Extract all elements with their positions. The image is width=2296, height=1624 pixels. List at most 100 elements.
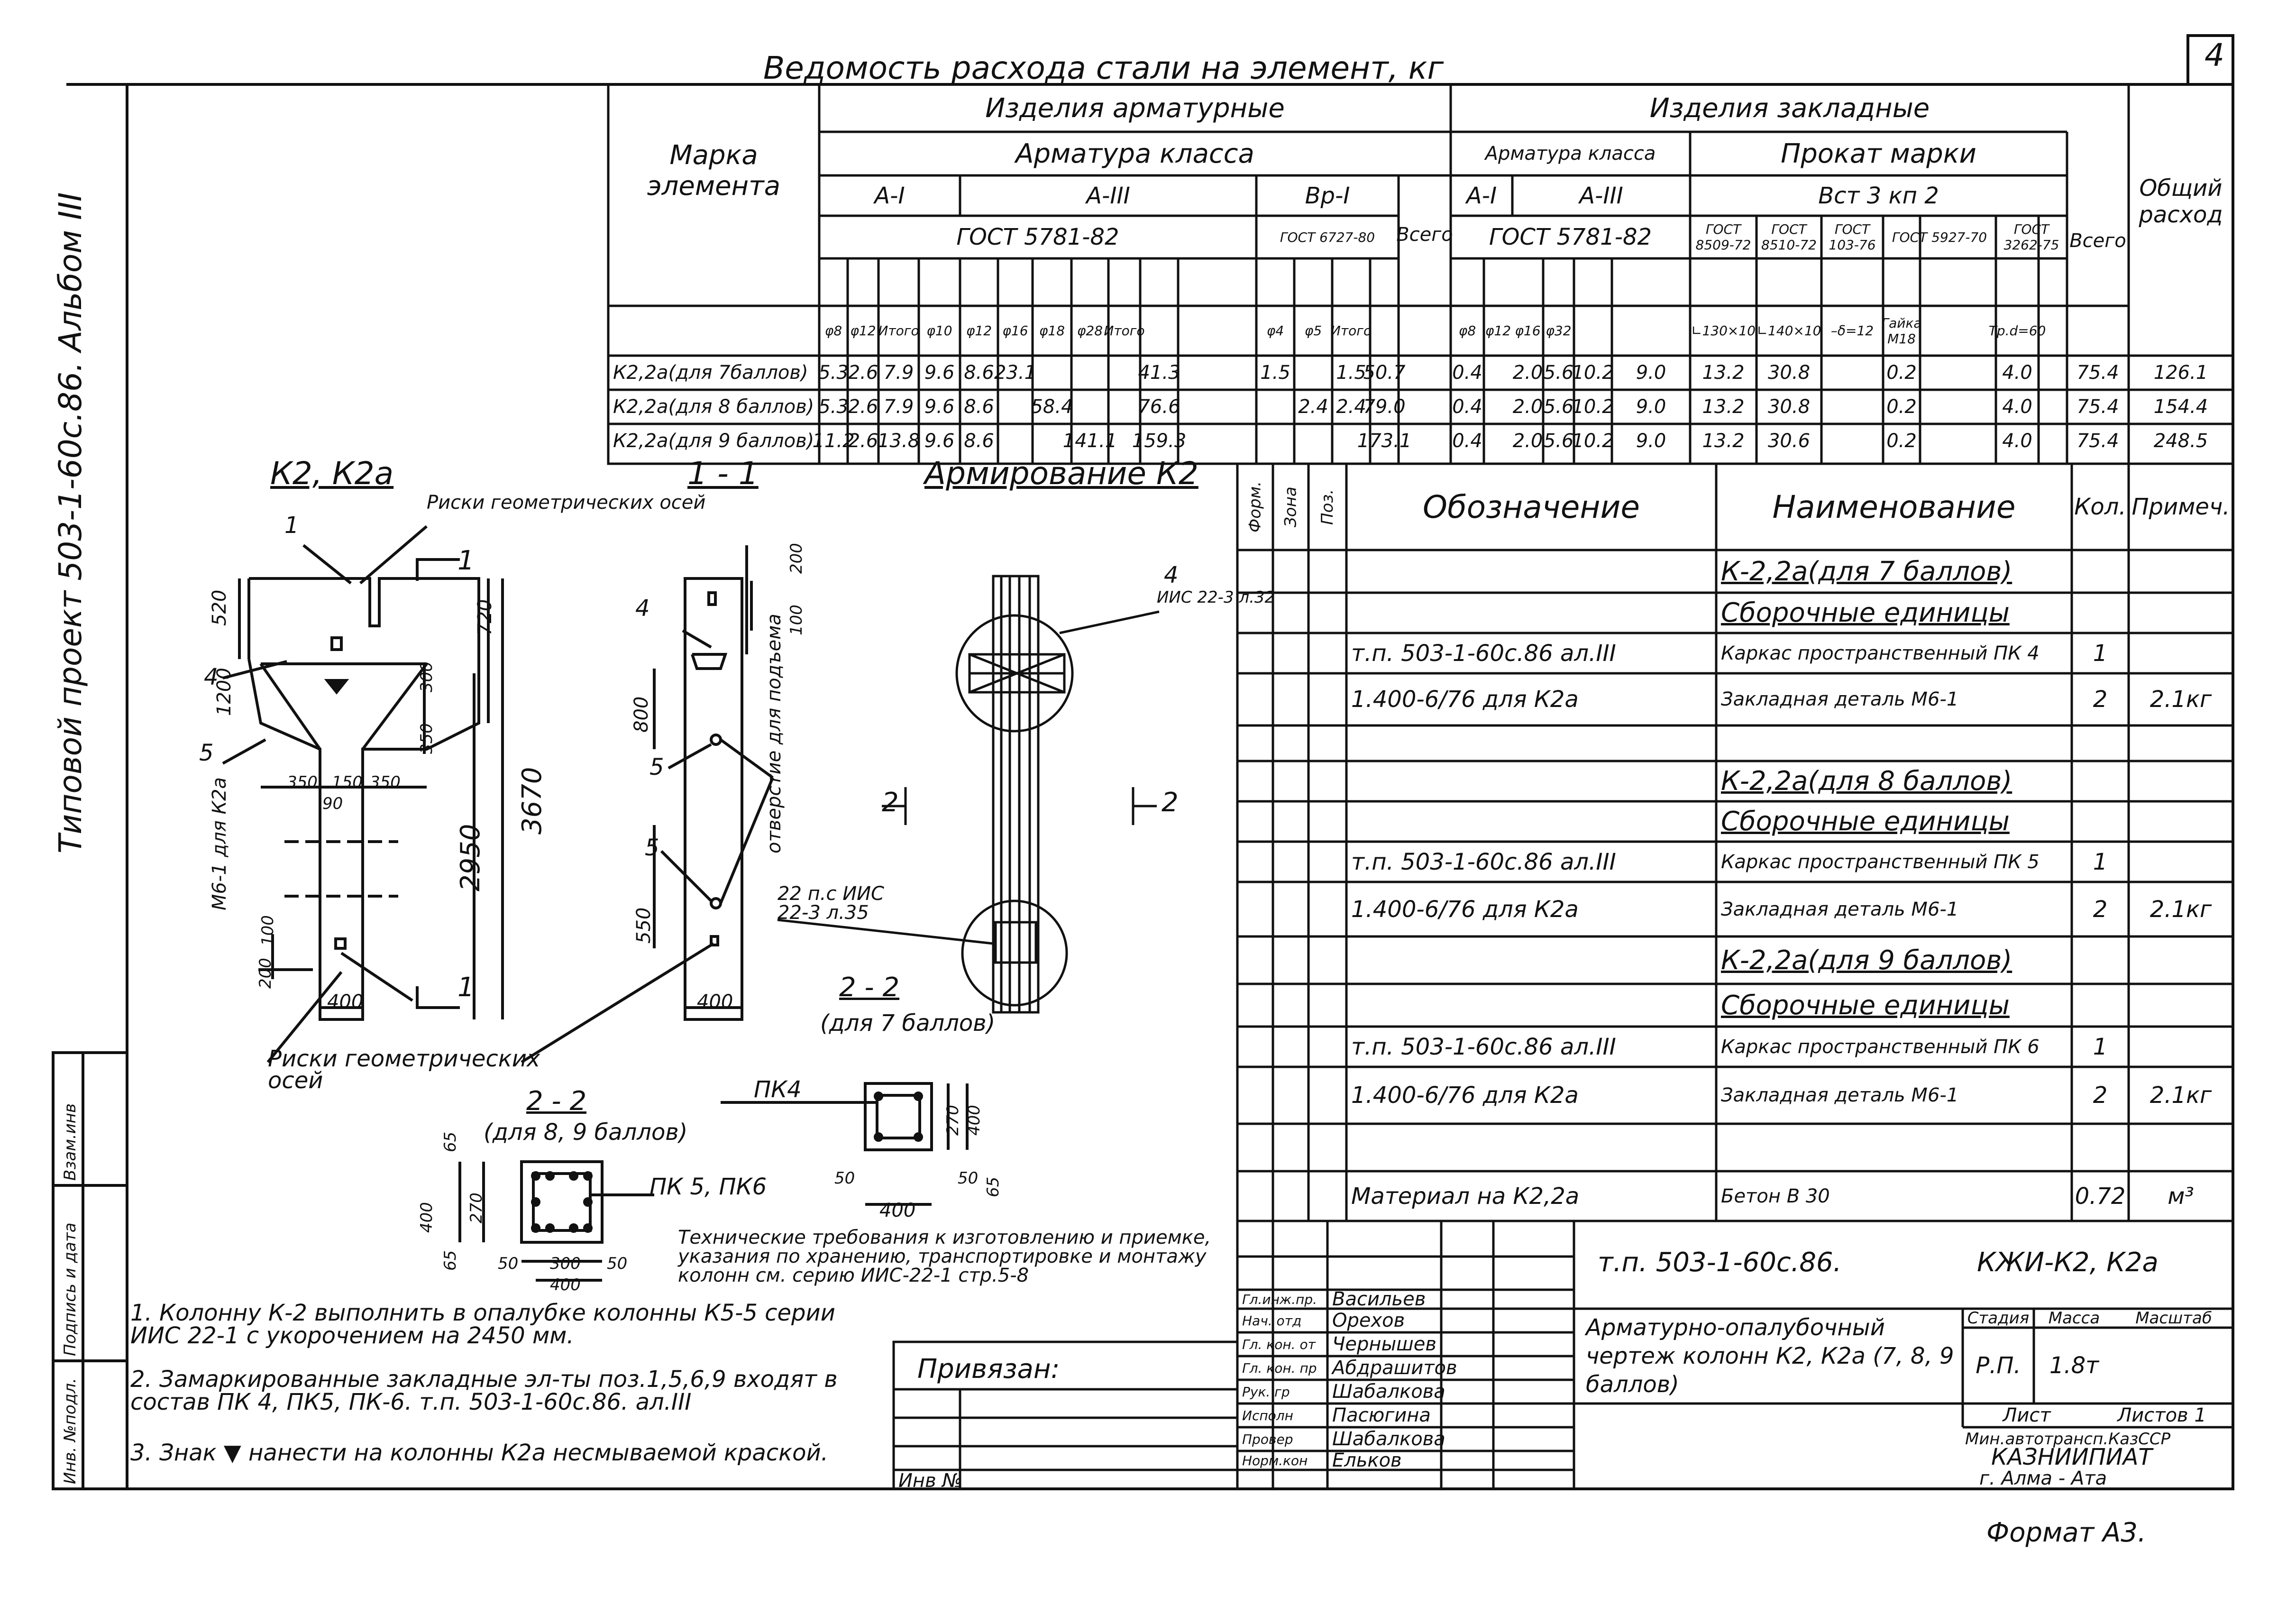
sec22-89-title: 2 - 2 — [526, 1086, 587, 1117]
spec-table-grid — [1236, 464, 2233, 1222]
steel-subhead: φ4 — [1266, 323, 1284, 339]
spec-designation — [1346, 761, 1721, 801]
steel-cell: 173.1 — [1357, 430, 1412, 452]
tb-mark: КЖИ-К2, К2а — [1977, 1247, 2159, 1278]
steel-cell — [1256, 390, 1294, 424]
steel-cell: 75.4 — [2076, 362, 2119, 384]
spec-qty — [2072, 936, 2129, 984]
spec-qty — [2072, 984, 2129, 1027]
steel-cell: 2.6 — [848, 430, 878, 452]
steel-cell: 50.7 — [1363, 362, 1406, 384]
steel-cell: 10.2 — [1572, 430, 1614, 452]
dim-300b: 300 — [550, 1254, 581, 1273]
steel-cell: 2.4 — [1336, 396, 1366, 418]
steel-cell: 5.3 — [818, 362, 849, 384]
tb-person-role: Нач. отд — [1242, 1312, 1302, 1329]
opening-label: отверстие для подъема — [763, 614, 785, 853]
spec-name: Закладная деталь М6-1 — [1721, 688, 1959, 710]
steel-cell: 79.0 — [1363, 396, 1406, 418]
steel-subhead: φ8 — [1458, 323, 1476, 339]
steel-cell: 9.6 — [924, 362, 955, 384]
dim-400c: 400 — [965, 1105, 984, 1136]
spec-designation — [1346, 801, 1721, 842]
steel-subhead: Итого — [1330, 323, 1372, 339]
dim-270b: 270 — [467, 1193, 486, 1223]
steel-h-a3: А-III — [1086, 182, 1130, 209]
spec-name — [1716, 1124, 2076, 1171]
steel-subhead: φ12 — [966, 323, 992, 339]
spec-note — [2129, 1124, 2233, 1171]
iis-label-2: 22 п.с ИИС 22-3 л.35 — [778, 883, 884, 924]
steel-cell: 13.8 — [877, 430, 920, 452]
sheet-number: 4 — [2205, 37, 2224, 73]
privyazan-label: Привязан: — [917, 1354, 1060, 1385]
steel-cell: 0.2 — [1886, 362, 1917, 384]
tb-person-role: Гл. кон. от — [1242, 1336, 1316, 1352]
spec-note: 2.1кг — [2150, 1082, 2212, 1109]
dim-350: 350 — [417, 723, 436, 754]
steel-cell: 13.2 — [1702, 430, 1745, 452]
steel-cell: 9.6 — [924, 430, 955, 452]
dim-350a: 350 — [287, 773, 318, 792]
spec-qty: 2 — [2093, 686, 2108, 713]
tb-person-role: Рук. гр — [1242, 1384, 1290, 1400]
steel-cell: 9.0 — [1636, 430, 1666, 452]
spec-name: Бетон В 30 — [1721, 1185, 1830, 1207]
steel-subhead: Итого — [1104, 323, 1145, 339]
section-2-2-7 — [721, 1082, 969, 1206]
steel-cell: 1.5 — [1260, 362, 1290, 384]
steel-subhead: Итого — [878, 323, 919, 339]
spec-name: К-2,2а(для 7 баллов) — [1721, 556, 2012, 587]
tb-h-scale: Масштаб — [2135, 1309, 2212, 1328]
steel-cell: 10.2 — [1572, 362, 1614, 384]
tb-person-name: Шабалкова — [1332, 1428, 1445, 1450]
steel-subhead: –δ=12 — [1830, 323, 1874, 339]
steel-subhead: φ16 — [1002, 323, 1028, 339]
steel-h-rolled: Прокат марки — [1781, 138, 1976, 169]
risks-top-label: Риски геометрических осей — [427, 492, 706, 514]
callout-2b: 2 — [1162, 787, 1179, 818]
spec-name: Каркас пространственный ПК 6 — [1721, 1036, 2040, 1058]
steel-cell: 5.6 — [1543, 430, 1574, 452]
spec-h-pos: Поз. — [1318, 489, 1337, 525]
steel-subhead: φ5 — [1304, 323, 1322, 339]
k2-title: К2, К2а — [270, 455, 394, 492]
sec22-7-title: 2 - 2 — [839, 972, 900, 1003]
tb-h-mass: Масса — [2048, 1309, 2100, 1328]
steel-h-a1: А-I — [874, 182, 905, 209]
steel-subhead: Tр.d=60 — [1988, 323, 2046, 339]
callout-5b: 5 — [649, 754, 664, 780]
spec-qty — [2072, 761, 2129, 801]
dim-200b: 200 — [787, 543, 806, 574]
steel-cell — [1294, 424, 1332, 458]
steel-cell: 154.4 — [2153, 396, 2208, 418]
dim-400e: 400 — [417, 1202, 436, 1233]
dim-150: 150 — [332, 773, 363, 792]
tb-person-name: Абдрашитов — [1332, 1357, 1457, 1379]
tb-sheets: Листов 1 — [2117, 1404, 2206, 1426]
steel-cell: 2.0 — [1512, 396, 1543, 418]
steel-h-embedded: Изделия закладные — [1649, 92, 1930, 124]
steel-cell: 126.1 — [2153, 362, 2208, 384]
spec-h-note: Примеч. — [2131, 494, 2230, 520]
steel-subhead: φ28 — [1077, 323, 1103, 339]
tb-org-2: КАЗНИИПИАТ — [1991, 1444, 2152, 1470]
steel-cell — [1071, 390, 1108, 424]
steel-cell: 0.4 — [1452, 362, 1482, 384]
dim-65: 65 — [984, 1176, 1003, 1197]
callout-1: 1 — [284, 512, 299, 539]
steel-cell: 2.4 — [1298, 396, 1328, 418]
steel-cell: 8.6 — [964, 362, 994, 384]
sec22-89-sub: (для 8, 9 баллов) — [484, 1119, 688, 1146]
spec-name: Сборочные единицы — [1721, 990, 2010, 1021]
spec-note — [2129, 1027, 2233, 1067]
spec-name: К-2,2а(для 8 баллов) — [1721, 766, 2012, 797]
spec-designation: Материал на К2,2а — [1351, 1183, 1580, 1210]
tb-drawing-title: Арматурно-опалубочный чертеж колонн К2, … — [1586, 1314, 1954, 1398]
spec-note: 2.1кг — [2150, 686, 2212, 713]
spec-qty — [2072, 801, 2129, 842]
tb-stage: Р.П. — [1976, 1352, 2021, 1379]
steel-h-gost-5781: ГОСТ 5781-82 — [956, 224, 1119, 250]
steel-subhead: ∟130×10 — [1691, 323, 1756, 339]
